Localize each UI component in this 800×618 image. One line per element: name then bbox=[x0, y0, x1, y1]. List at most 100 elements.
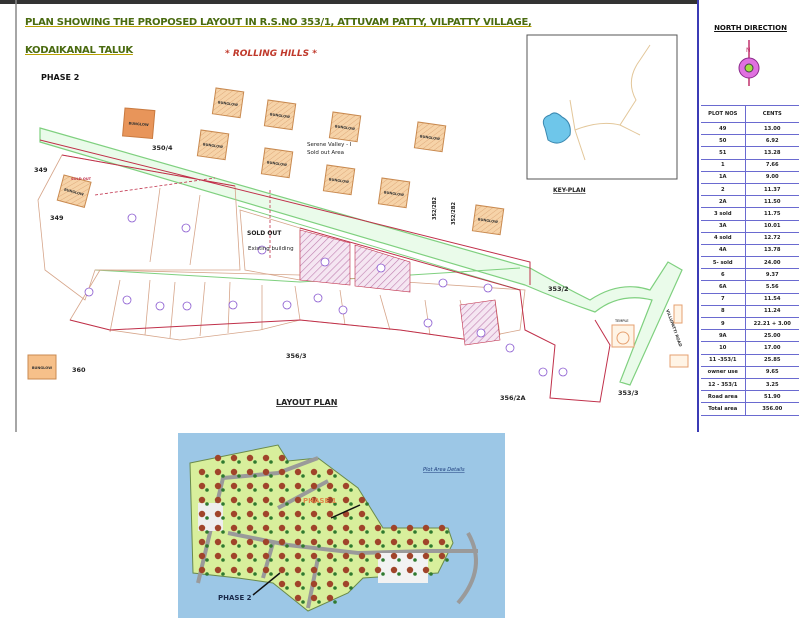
roadside-structure bbox=[669, 354, 689, 368]
survey-352-2b2b: 352/2B2 bbox=[451, 201, 457, 225]
tree-marker bbox=[205, 572, 209, 576]
house-marker bbox=[438, 552, 446, 560]
tree-marker bbox=[285, 558, 289, 562]
label: BUNGLOW bbox=[270, 112, 291, 119]
tree-marker bbox=[237, 530, 241, 534]
house-marker bbox=[198, 482, 206, 490]
tree-marker bbox=[285, 586, 289, 590]
house-marker bbox=[294, 524, 302, 532]
cents-cell: 11.50 bbox=[745, 195, 799, 209]
tree-marker bbox=[301, 530, 305, 534]
house-marker bbox=[310, 552, 318, 560]
tree-marker bbox=[301, 516, 305, 520]
cents-cell: 3.25 bbox=[745, 378, 799, 392]
plot-no-cell: 50 bbox=[701, 134, 746, 148]
tree-marker bbox=[317, 544, 321, 548]
label: BUNGLOW bbox=[32, 366, 52, 370]
cents-cell: 17.00 bbox=[745, 341, 799, 355]
plot-no-cell: 3 sold bbox=[701, 207, 746, 221]
house-marker bbox=[278, 524, 286, 532]
house-marker bbox=[294, 468, 302, 476]
tree-marker bbox=[349, 572, 353, 576]
tree-marker bbox=[253, 460, 257, 464]
house-marker bbox=[326, 482, 334, 490]
tree-marker bbox=[397, 572, 401, 576]
house-marker bbox=[422, 524, 430, 532]
house-marker bbox=[358, 524, 366, 532]
tree-marker bbox=[301, 502, 305, 506]
tree-marker bbox=[221, 488, 225, 492]
tree-marker bbox=[285, 474, 289, 478]
tree-marker bbox=[365, 544, 369, 548]
tree-marker bbox=[349, 544, 353, 548]
house-marker bbox=[230, 496, 238, 504]
tree-marker bbox=[381, 572, 385, 576]
house-marker bbox=[310, 468, 318, 476]
house-marker bbox=[278, 552, 286, 560]
tree-marker bbox=[221, 530, 225, 534]
tree-marker bbox=[397, 530, 401, 534]
tree-marker bbox=[301, 558, 305, 562]
house-marker bbox=[310, 538, 318, 546]
house-marker bbox=[326, 496, 334, 504]
label: TEMPLE bbox=[614, 319, 629, 323]
tree-marker bbox=[237, 572, 241, 576]
tree-marker bbox=[317, 530, 321, 534]
column-header: PLOT NOS bbox=[701, 105, 746, 123]
cents-cell: 24.00 bbox=[745, 256, 799, 270]
house-marker bbox=[326, 538, 334, 546]
layout-plan-title: LAYOUT PLAN bbox=[276, 398, 337, 407]
tree-marker bbox=[317, 474, 321, 478]
tree-marker bbox=[237, 502, 241, 506]
house-marker bbox=[278, 468, 286, 476]
house-marker bbox=[278, 496, 286, 504]
tree-marker bbox=[333, 600, 337, 604]
house-marker bbox=[262, 454, 270, 462]
house-marker bbox=[342, 580, 350, 588]
tree-marker bbox=[349, 488, 353, 492]
tree-marker bbox=[269, 530, 273, 534]
house-marker bbox=[278, 482, 286, 490]
house-marker bbox=[326, 580, 334, 588]
house-marker bbox=[342, 524, 350, 532]
house-marker bbox=[342, 552, 350, 560]
tree-marker bbox=[349, 586, 353, 590]
cents-cell: 22.21 + 3.00 bbox=[745, 317, 799, 331]
house-marker bbox=[246, 566, 254, 574]
plot-no-cell: 2A bbox=[701, 195, 746, 209]
cents-cell: 5.56 bbox=[745, 280, 799, 294]
label: BUNGLOW bbox=[478, 217, 499, 224]
house-marker bbox=[262, 496, 270, 504]
tree-marker bbox=[429, 558, 433, 562]
plot-no-cell: 5- sold bbox=[701, 256, 746, 270]
house-marker bbox=[310, 482, 318, 490]
bungalow: BUNGLOW bbox=[263, 99, 297, 131]
house-marker bbox=[246, 538, 254, 546]
tree-marker bbox=[253, 530, 257, 534]
cents-cell: 6.92 bbox=[745, 134, 799, 148]
house-marker bbox=[230, 566, 238, 574]
house-marker bbox=[358, 510, 366, 518]
bungalow: BUNGLOW bbox=[471, 204, 505, 236]
tree-marker bbox=[269, 516, 273, 520]
tree-marker bbox=[205, 502, 209, 506]
tree-marker bbox=[285, 572, 289, 576]
tree-marker bbox=[333, 474, 337, 478]
tree-marker bbox=[221, 516, 225, 520]
house-marker bbox=[326, 510, 334, 518]
tree-marker bbox=[269, 572, 273, 576]
tree-marker bbox=[253, 502, 257, 506]
house-marker bbox=[262, 538, 270, 546]
plot-area-details-label: Plot Area Details bbox=[423, 467, 465, 473]
house-marker bbox=[262, 566, 270, 574]
house-marker bbox=[342, 538, 350, 546]
